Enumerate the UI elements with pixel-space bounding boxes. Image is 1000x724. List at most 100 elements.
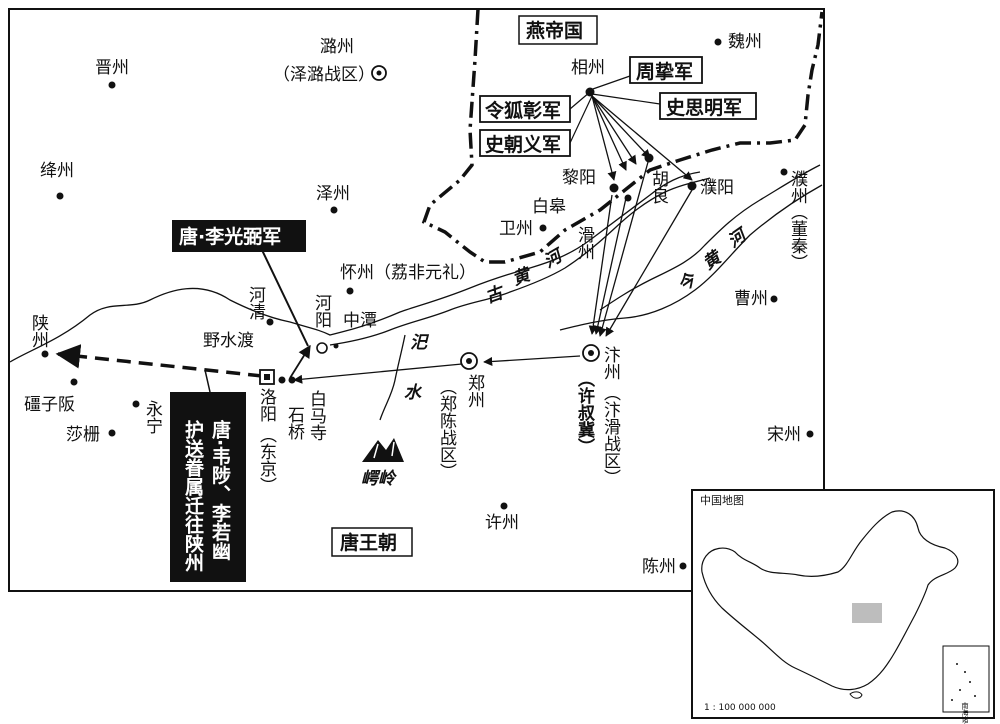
liguangbi-pointer: [261, 249, 309, 347]
city-label-bianzhou-zone: （汴滑战区）: [600, 384, 621, 486]
city-dot: [346, 287, 354, 295]
city-dots: [41, 38, 814, 570]
mountain-label-yanling: 崿岭: [361, 469, 397, 489]
south-sea-inset: [942, 645, 990, 713]
city-dot: [714, 38, 722, 46]
present-yellow-river-north: [599, 164, 821, 311]
city-label-huazhou: 滑州: [574, 226, 595, 260]
army-label-liguangbi: 唐·李光弼军: [179, 225, 281, 248]
city-dot: [288, 376, 296, 384]
city-label-liyang: 黎阳: [562, 168, 596, 188]
inset-highlight: [852, 603, 882, 623]
city-label-luoyang-sub: （东京）: [256, 426, 277, 494]
city-label-weizhou: 卫州: [499, 219, 533, 239]
army-box-linghu: [479, 95, 571, 123]
city-dot: [132, 400, 140, 408]
state-box-tang: [331, 527, 413, 557]
army-label-weizhi-col1: 唐·韦陟、李若幽: [209, 419, 232, 560]
city-label-baimasi: 白马寺: [306, 390, 327, 441]
city-label-heqing: 河清: [245, 286, 266, 321]
army-box-zhouzhi: [629, 56, 703, 84]
city-dot: [687, 181, 697, 191]
yan-border: [421, 8, 824, 264]
army-label-weizhi-col2: 护送眷属迁往陕州: [182, 419, 204, 572]
river-label: 水: [404, 383, 423, 403]
city-label-songzhou: 宋州: [767, 425, 801, 445]
army-label-shichaoyi: 史朝义军: [485, 134, 561, 156]
army-label-zhouzhi: 周挚军: [636, 60, 693, 83]
army-box-weizhi: [170, 392, 246, 582]
city-dot: [278, 376, 286, 384]
hainan-island: [849, 691, 863, 699]
yan-attack-arrows: [293, 95, 693, 384]
city-dot: [108, 81, 116, 89]
si-river: [379, 334, 406, 421]
city-dot: [108, 429, 116, 437]
city-label-huliang: 胡良: [648, 170, 669, 204]
city-label-shiqiao: 石桥: [284, 406, 305, 440]
city-dot: [266, 318, 274, 326]
evacuation-pointer: [204, 369, 211, 393]
city-label-baigao: 白皋: [532, 197, 566, 217]
inset-scale: 1 : 100 000 000: [704, 703, 776, 713]
evacuation-route: [55, 344, 263, 378]
city-label-shanzhou: 陕州: [28, 314, 49, 348]
capital-marker-luoyang-inner: [264, 374, 270, 380]
city-dot: [70, 378, 78, 386]
city-label-shazha: 莎栅: [66, 425, 100, 445]
city-label-luzhou: 潞州: [320, 37, 354, 57]
city-marker-heyang: [333, 343, 339, 349]
city-dot: [780, 168, 788, 176]
city-label-huaizhou: 怀州: [340, 263, 374, 283]
city-label-puzhou-sub: （董秦）: [787, 203, 808, 271]
city-label-bianzhou: 汴州: [600, 346, 621, 380]
city-dot: [624, 194, 632, 202]
city-label-weizhou-n: 魏州: [728, 32, 762, 52]
city-label-zhengzhou-zone: （郑陈战区）: [436, 378, 457, 480]
city-marker-zhongtan: [316, 342, 328, 354]
city-dot: [330, 206, 338, 214]
city-label-luzhou-zone: （泽潞战区）: [273, 65, 375, 85]
ancient-yellow-river-north: [9, 171, 701, 363]
city-dot: [539, 224, 547, 232]
army-box-liguangbi: [172, 220, 306, 252]
city-label-xuzhou: 许州: [485, 513, 519, 533]
china-outline: [701, 510, 959, 691]
city-dot: [56, 192, 64, 200]
army-connector: [569, 75, 661, 144]
city-label-huaizhou-sub: （荔非元礼）: [374, 263, 476, 283]
city-dot: [806, 430, 814, 438]
city-dot: [609, 183, 619, 193]
city-label-bianzhou-sub: （许叔冀）: [574, 370, 595, 455]
south-sea-islands: [951, 663, 976, 701]
present-yellow-river-south: [559, 184, 823, 331]
south-sea-label: 南海诸岛: [961, 701, 969, 724]
city-label-cizifan: 礓子阪: [24, 395, 75, 415]
city-dot: [644, 153, 654, 163]
city-label-luoyang: 洛阳: [256, 388, 277, 422]
city-label-zhengzhou: 郑州: [464, 374, 485, 408]
city-label-caozhou: 曹州: [734, 289, 768, 309]
city-label-jinzhou: 晋州: [95, 58, 129, 78]
war-zone-markers: [371, 65, 600, 370]
ancient-yellow-river-south: [329, 177, 711, 346]
city-dot: [770, 295, 778, 303]
city-label-xiangzhou: 相州: [571, 58, 605, 78]
city-label-puyang: 濮阳: [700, 178, 734, 198]
army-box-shisiming: [659, 92, 757, 120]
city-label-yeshuidu: 野水渡: [203, 331, 254, 351]
city-label-zhongtan: 中潭: [343, 311, 377, 331]
army-box-shichaoyi: [479, 129, 571, 157]
city-dot: [41, 350, 49, 358]
city-label-zezhou: 泽州: [316, 184, 350, 204]
mountain-icon-highlight: [373, 441, 395, 459]
army-label-linghu: 令狐彰军: [485, 99, 561, 122]
city-label-jiangzhou: 绛州: [40, 161, 74, 181]
state-box-yan: [518, 15, 598, 45]
city-dot: [500, 502, 508, 510]
city-dot: [585, 87, 595, 97]
city-dot: [679, 562, 687, 570]
city-label-yongning: 永宁: [142, 400, 163, 434]
city-label-chenzhou: 陈州: [642, 557, 676, 577]
